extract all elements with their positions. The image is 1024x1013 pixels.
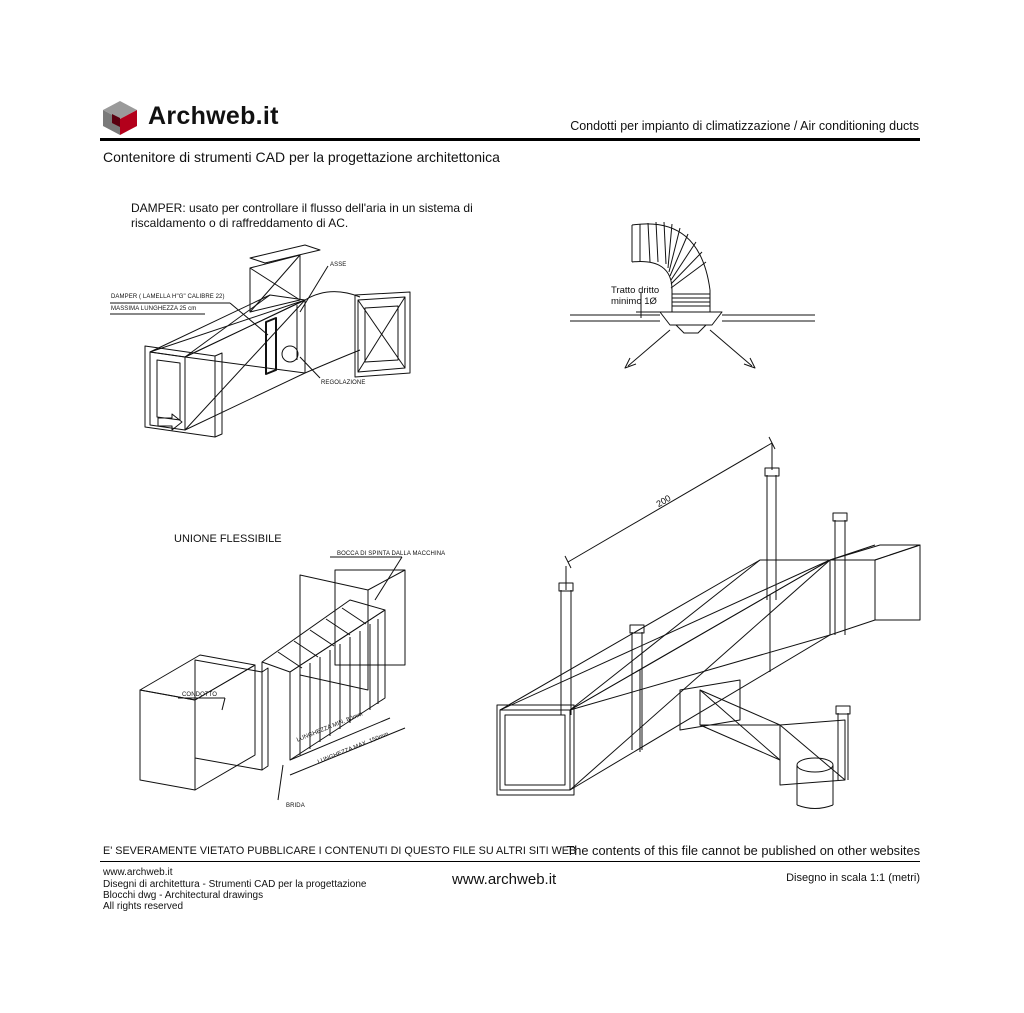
damper-caption-line-1: DAMPER: usato per controllare il flusso … bbox=[131, 201, 473, 215]
logo-text: Archweb.it bbox=[148, 102, 279, 130]
label-regolazione: REGOLAZIONE bbox=[321, 380, 366, 386]
flex-duct-drawing bbox=[570, 221, 815, 369]
drawing-scale: Disegno in scala 1:1 (metri) bbox=[786, 872, 920, 884]
copyright-warning-italian: E' SEVERAMENTE VIETATO PUBBLICARE I CONT… bbox=[103, 845, 577, 857]
damper-drawing bbox=[110, 244, 411, 438]
footer-line-3: Blocchi dwg - Architectural drawings bbox=[103, 890, 264, 901]
copyright-warning-english: The contents of this file cannot be publ… bbox=[566, 843, 920, 858]
drawing-title: Condotti per impianto di climatizzazione… bbox=[570, 119, 919, 133]
label-tratto-dritto: Tratto dritto bbox=[611, 285, 660, 296]
footer-line-1: www.archweb.it bbox=[103, 867, 173, 878]
flexible-union-caption: UNIONE FLESSIBILE bbox=[174, 533, 282, 545]
label-condotto: CONDOTTO bbox=[182, 692, 218, 698]
label-asse: ASSE bbox=[330, 262, 347, 268]
label-bocca-di-spinta: BOCCA DI SPINTA DALLA MACCHINA bbox=[337, 551, 446, 557]
footer-line-4: All rights reserved bbox=[103, 901, 184, 912]
header-rule bbox=[100, 138, 920, 141]
footer-center-url[interactable]: www.archweb.it bbox=[452, 871, 557, 888]
damper-caption-line-2: riscaldamento o di raffreddamento di AC. bbox=[131, 216, 349, 230]
archweb-logo-icon bbox=[103, 101, 137, 135]
label-minimo-diameter: minimo 1Ø bbox=[611, 296, 657, 307]
ductwork-drawing bbox=[496, 436, 921, 809]
label-damper-length: MASSIMA LUNGHEZZA 25 cm bbox=[111, 306, 197, 312]
footer-line-2: Disegni di architettura - Strumenti CAD … bbox=[103, 879, 367, 890]
page-subtitle: Contenitore di strumenti CAD per la prog… bbox=[103, 149, 500, 165]
label-damper-lamella: DAMPER ( LAMELLA H"G" CALIBRE 22) bbox=[111, 294, 225, 300]
label-brida: BRIDA bbox=[286, 803, 305, 809]
flexible-union-drawing bbox=[139, 556, 406, 801]
footer-rule bbox=[100, 861, 920, 862]
